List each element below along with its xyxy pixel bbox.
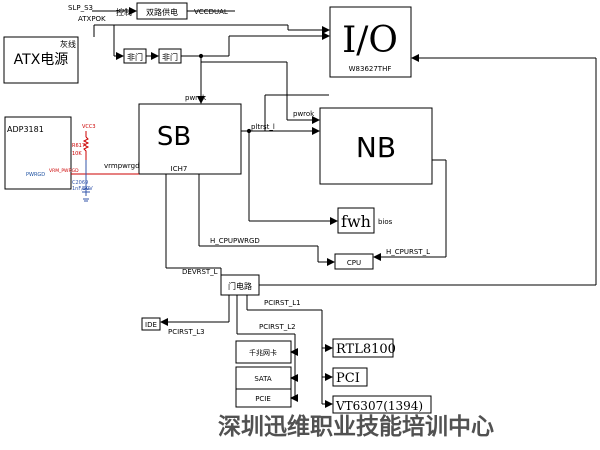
pwrok-nb-label: pwrok <box>293 110 315 118</box>
slp-s3-label: SLP_S3 <box>68 4 93 12</box>
nb-label: NB <box>356 131 396 164</box>
sata-label: SATA <box>254 375 272 383</box>
r617-value-label: 10K <box>72 151 82 157</box>
pltrst-label: pltrst_l <box>251 123 275 131</box>
pcie-block: PCIE <box>235 388 292 408</box>
dual-power-label: 双路供电 <box>146 7 178 17</box>
gate-circuit-block: 门电路 <box>220 274 260 296</box>
not-gate-2-block: 非门 <box>158 48 182 64</box>
nb-block: NB <box>319 107 433 185</box>
sb-chip-label: ICH7 <box>171 165 188 173</box>
dual-power-block: 双路供电 <box>136 2 188 20</box>
h-cpurst-label: H_CPURST_L <box>386 248 430 256</box>
vrm-pwrgd-net-label: VRM_PWRGD <box>49 168 79 174</box>
atx-power-label: ATX电源 <box>14 52 69 68</box>
c2069-value-label: 1nF/50V <box>72 186 93 192</box>
adp3181-block: ADP3181 PWRGD <box>4 116 72 190</box>
atx-power-block: ATX电源 <box>3 36 79 84</box>
sb-label: SB <box>157 122 191 152</box>
r617-label: R617 <box>72 143 85 149</box>
fwh-block: fwh bios <box>337 207 393 234</box>
gray-wire-label: 灰线 <box>60 39 76 49</box>
atxpok-label: ATXPOK <box>78 15 106 23</box>
ide-label: IDE <box>145 321 157 329</box>
gigabit-nic-block: 千兆网卡 <box>235 340 292 364</box>
io-block: I/O W83627THF <box>329 6 412 78</box>
sb-block: SB ICH7 <box>138 103 242 175</box>
io-chip-label: W83627THF <box>349 65 392 73</box>
adp3181-label: ADP3181 <box>7 125 44 134</box>
c2069-label: C2069 <box>72 180 88 186</box>
sata-block: SATA <box>235 366 292 390</box>
pwrok-sb-label: pwrok <box>185 94 207 102</box>
vrmpwrgd-label: vrmpwrgd <box>104 162 140 170</box>
io-label: I/O <box>342 20 398 61</box>
cpu-label: CPU <box>347 259 361 267</box>
pcie-label: PCIE <box>255 395 271 403</box>
devrst-label: DEVRST_L <box>182 268 218 276</box>
ide-block: IDE <box>141 317 161 331</box>
not-gate-1-block: 非门 <box>123 48 147 64</box>
pcirst-l2-label: PCIRST_L2 <box>259 323 296 331</box>
bios-label: bios <box>378 218 393 226</box>
pcirst-l1-label: PCIRST_L1 <box>264 299 301 307</box>
vccdual-label: VCCDUAL <box>194 8 228 16</box>
fwh-label: fwh <box>341 212 371 231</box>
signal-labels: SLP_S3 控制 ATXPOK 灰线 VCCDUAL pwrok pwrok … <box>60 4 430 336</box>
adp-pwrgd-pin-label: PWRGD <box>26 172 45 178</box>
rtl8100-label: RTL8100 <box>336 342 396 357</box>
gigabit-nic-label: 千兆网卡 <box>249 348 277 357</box>
vt6307-block: VT6307(1394) <box>332 395 432 414</box>
vt6307-label: VT6307(1394) <box>335 399 423 413</box>
not-gate-2-label: 非门 <box>162 52 178 62</box>
pci-block: PCI <box>332 367 368 387</box>
control-label: 控制 <box>116 7 132 17</box>
watermark-text: 深圳迅维职业技能培训中心 <box>218 413 494 440</box>
rtl8100-block: RTL8100 <box>332 338 396 358</box>
gate-circuit-label: 门电路 <box>228 281 252 291</box>
pcirst-l3-label: PCIRST_L3 <box>168 328 205 336</box>
h-cpupwrgd-label: H_CPUPWRGD <box>210 237 260 245</box>
vcc3-label: VCC3 <box>82 124 96 130</box>
pci-label: PCI <box>336 371 360 386</box>
cpu-block: CPU <box>334 253 374 270</box>
adp-pullup-circuit: VCC3 R617 10K VRM_PWRGD C2069 1nF/50V <box>49 124 139 202</box>
signal-wires <box>92 7 597 408</box>
not-gate-1-label: 非门 <box>127 52 143 62</box>
